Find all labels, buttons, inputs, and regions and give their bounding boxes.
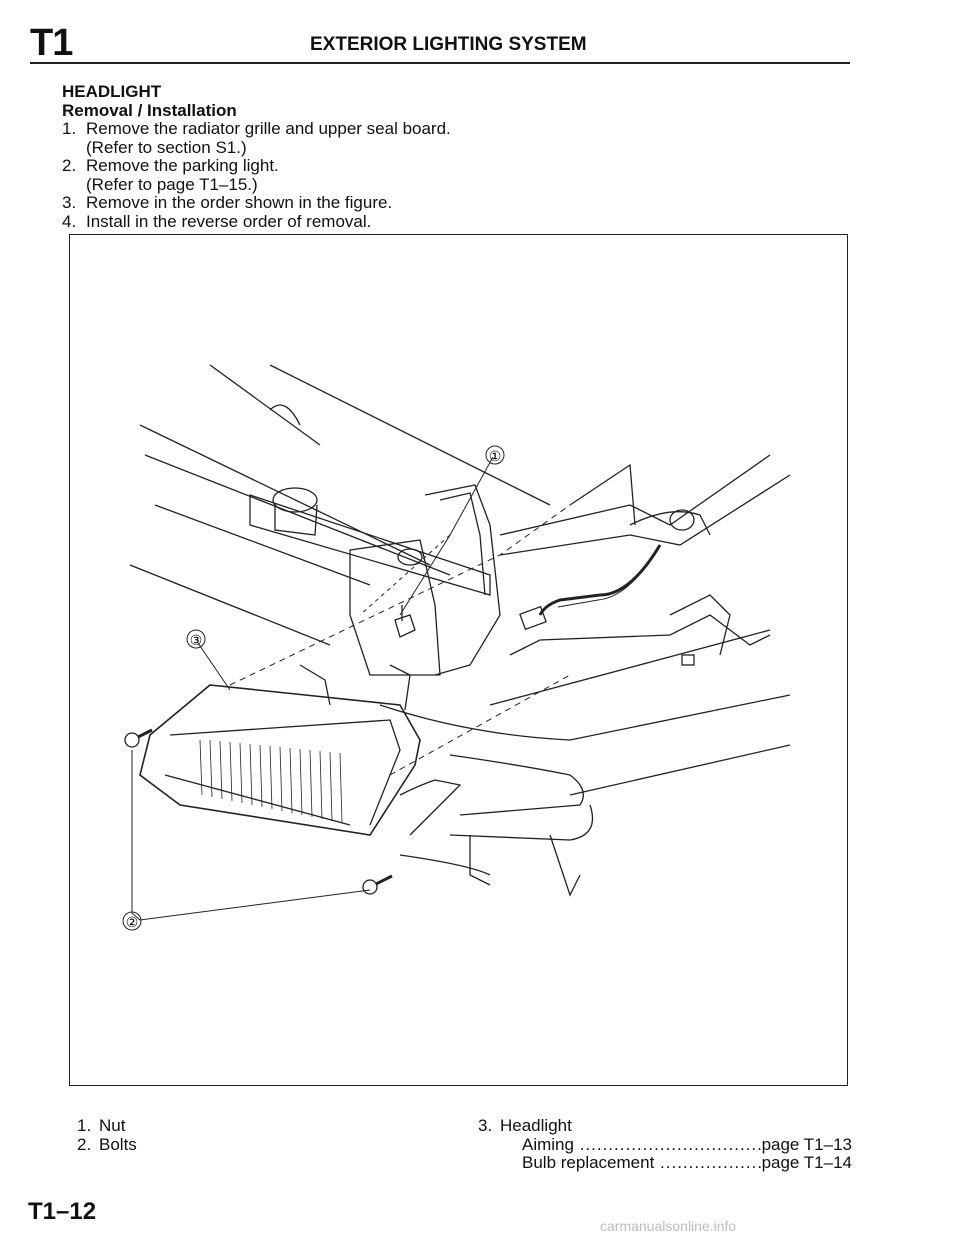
- radiator-tank: [249, 494, 491, 596]
- callout-label-1: ①: [489, 450, 502, 465]
- legend-subitem-page: page T1–13: [761, 1134, 852, 1154]
- legend-subitem-page: page T1–14: [761, 1153, 852, 1172]
- leader-line: [197, 642, 231, 691]
- nut-part: [394, 614, 416, 638]
- body-contour-line: [154, 504, 371, 586]
- bolt-left: [124, 732, 140, 748]
- step-reference: (Refer to section S1.): [86, 137, 247, 157]
- headlight-exploded-diagram: ① ② ③: [122, 364, 791, 931]
- legend-number: 2.: [77, 1134, 92, 1154]
- callout-circle: [186, 629, 206, 649]
- legend-item: 2. Bolts: [77, 1134, 137, 1155]
- front-bumper: [379, 694, 791, 741]
- fender-line: [499, 474, 791, 556]
- body-contour-line: [269, 404, 301, 426]
- header-section-code: T1: [30, 22, 73, 64]
- callout-circle: [485, 445, 505, 465]
- fender-line: [499, 454, 771, 536]
- body-contour-line: [209, 364, 321, 446]
- step-text: Install in the reverse order of removal.: [86, 211, 372, 231]
- watermark: carmanualsonline.info: [600, 1218, 737, 1234]
- step-number: 3.: [62, 193, 77, 213]
- step-text: Remove the parking light.: [86, 156, 279, 176]
- header-rule: [30, 62, 850, 64]
- step-reference: (Refer to page T1–15.): [86, 174, 258, 194]
- legend-subitem: Bulb replacement page T1–14: [478, 1153, 852, 1173]
- leader-line: [229, 504, 571, 686]
- legend-label: Headlight: [500, 1116, 572, 1135]
- legend-left: 1. Nut 2. Bolts: [77, 1116, 137, 1155]
- step-text: Remove the radiator grille and upper sea…: [86, 119, 451, 138]
- headlight-housing: [139, 684, 421, 836]
- leader-line: [389, 674, 571, 776]
- legend-right: 3. Headlight Aiming page T1–13 Bulb repl…: [478, 1116, 858, 1173]
- legend-label: Bolts: [99, 1134, 137, 1154]
- section-subheading: Removal / Installation: [62, 101, 237, 120]
- legend-number: 1.: [77, 1116, 92, 1135]
- legend-subitem-label: Aiming: [522, 1136, 762, 1155]
- step-item: 1. Remove the radiator grille and upper …: [62, 119, 451, 139]
- side-trim-strip: [399, 779, 462, 836]
- callout-circle: [122, 911, 142, 931]
- front-bumper: [449, 754, 584, 816]
- reservoir: [349, 539, 441, 676]
- page-number: T1–12: [28, 1198, 97, 1225]
- callout-label-3: ③: [190, 634, 203, 649]
- header-title: EXTERIOR LIGHTING SYSTEM: [310, 34, 587, 55]
- step-item: 4. Install in the reverse order of remov…: [62, 211, 451, 232]
- body-contour-line: [139, 424, 431, 566]
- connector: [519, 605, 547, 631]
- headlight-figure: ① ② ③: [69, 234, 848, 1086]
- callout-label-2: ②: [126, 916, 139, 931]
- body-contour-line: [269, 364, 551, 506]
- legend-number: 3.: [478, 1116, 493, 1135]
- step-number: 1.: [62, 119, 77, 138]
- steps-list: 1. Remove the radiator grille and upper …: [62, 119, 451, 232]
- bolt-lower: [362, 879, 378, 895]
- legend-subitem-label: Bulb replacement: [522, 1154, 762, 1173]
- legend-item: 1. Nut: [77, 1116, 137, 1136]
- wiring-harness: [538, 544, 662, 616]
- step-item: 3. Remove in the order shown in the figu…: [62, 194, 451, 213]
- leader-line: [131, 750, 371, 921]
- body-contour-line: [129, 564, 331, 646]
- legend-item: 3. Headlight: [478, 1116, 858, 1136]
- inner-fender: [509, 614, 771, 656]
- mount-bracket: [424, 484, 501, 676]
- step-number: 2.: [62, 156, 77, 176]
- section-heading: HEADLIGHT: [62, 82, 162, 101]
- legend-label: Nut: [99, 1116, 126, 1135]
- step-text: Remove in the order shown in the figure.: [86, 193, 393, 213]
- legend-subitem: Aiming page T1–13: [478, 1134, 852, 1155]
- radiator-cap: [272, 487, 318, 513]
- body-contour-line: [144, 454, 451, 576]
- step-number: 4.: [62, 211, 77, 231]
- step-item: 2. Remove the parking light.: [62, 157, 451, 176]
